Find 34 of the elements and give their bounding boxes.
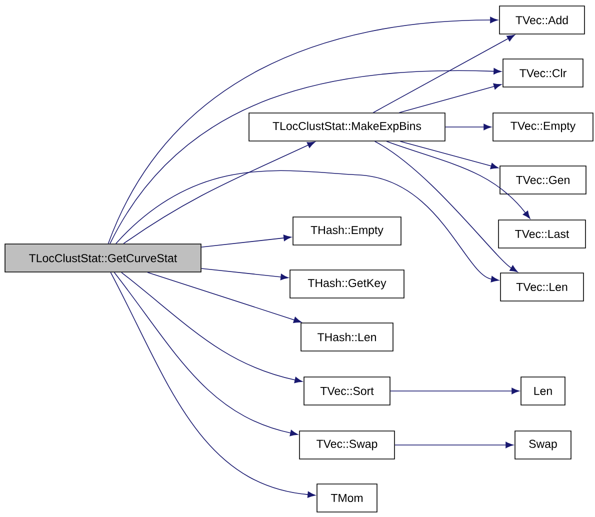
arrow: [386, 141, 530, 219]
function-box: TLocClustStat::MakeExpBins: [248, 112, 446, 142]
function-box: Len: [520, 376, 566, 406]
arrow: [116, 170, 499, 282]
arrow: [201, 268, 288, 280]
function-box: THash::Len: [300, 322, 394, 352]
arrow: [374, 141, 518, 272]
function-box: TVec::Gen: [500, 166, 586, 194]
function-box: TMom: [316, 484, 378, 512]
arrow: [390, 388, 520, 394]
arrow: [400, 141, 498, 170]
arrow: [110, 272, 316, 498]
function-box: TVec::Clr: [502, 58, 584, 88]
arrow: [110, 68, 502, 244]
arrow: [121, 272, 302, 384]
function-box: TVec::Swap: [299, 430, 395, 460]
function-box: TVec::Last: [498, 220, 586, 248]
function-box: TLocClustStat::GetCurveStat: [4, 244, 202, 272]
arrow: [372, 34, 515, 113]
function-box: TVec::Len: [500, 272, 584, 302]
arrow: [445, 124, 492, 130]
function-box: TVec::Empty: [492, 112, 594, 142]
arrow: [147, 272, 302, 323]
function-box: THash::GetKey: [290, 270, 404, 298]
arrow: [201, 234, 292, 248]
arrow: [398, 83, 502, 113]
function-box: TVec::Sort: [304, 376, 390, 406]
arrow: [108, 16, 498, 244]
arrow: [123, 142, 316, 244]
arrow: [394, 442, 514, 448]
function-box: Swap: [514, 430, 572, 460]
function-box: TVec::Add: [499, 6, 585, 34]
function-box: THash::Empty: [292, 216, 402, 246]
arrow: [114, 272, 298, 436]
